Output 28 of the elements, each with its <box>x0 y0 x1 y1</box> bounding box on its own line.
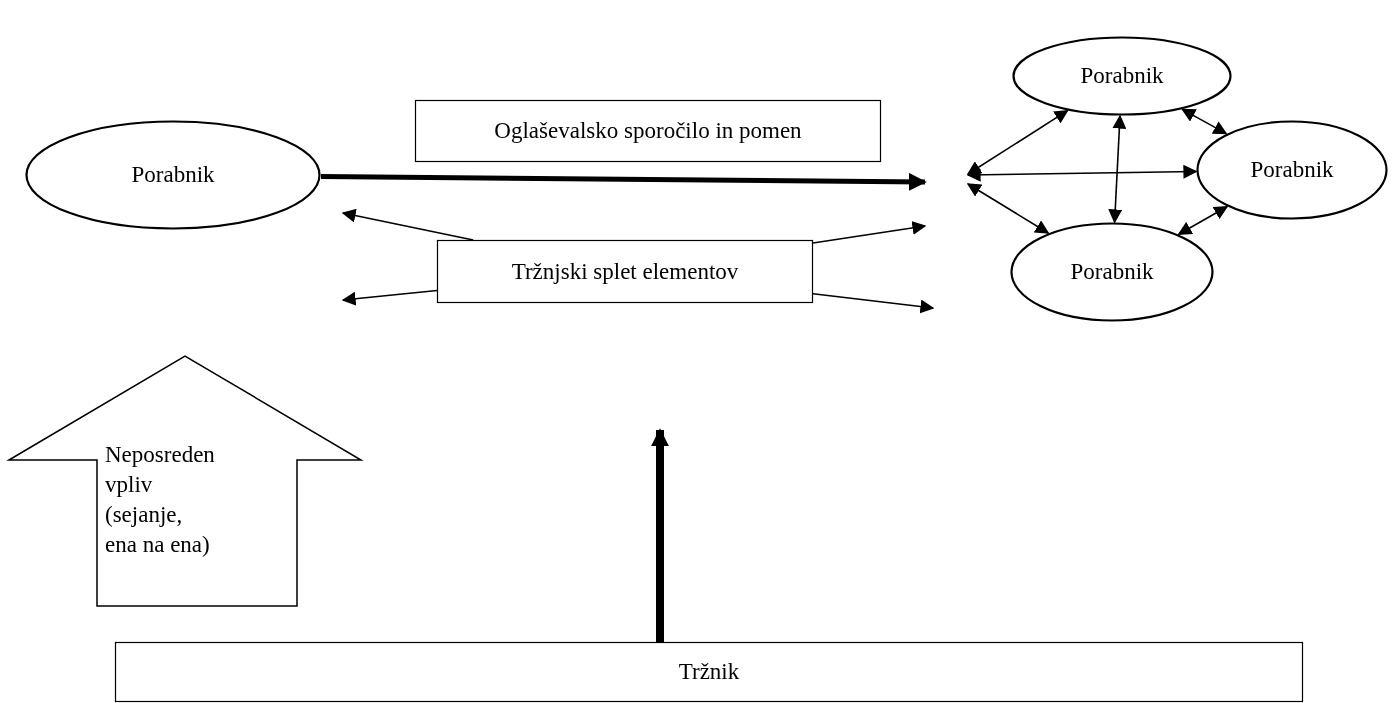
arrow <box>966 164 1198 182</box>
node-label: Porabnik <box>1250 157 1334 183</box>
ellipse-node <box>25 120 321 230</box>
arrow <box>812 293 935 314</box>
arrow <box>1177 206 1229 235</box>
node-label: Oglaševalsko sporočilo in pomen <box>494 118 802 144</box>
arrow <box>341 208 474 241</box>
arrow <box>320 172 927 191</box>
arrow <box>812 220 927 244</box>
text-box <box>115 642 1303 702</box>
text-box <box>437 240 813 303</box>
ellipse-node <box>1012 36 1232 116</box>
node-label: Porabnik <box>1070 259 1154 285</box>
arrow <box>651 428 669 642</box>
node-label: Porabnik <box>1080 63 1164 89</box>
node-label: Porabnik <box>131 162 215 188</box>
ellipse-node <box>1196 120 1388 220</box>
arrow <box>1108 114 1127 224</box>
ellipse-node <box>1010 222 1214 322</box>
node-label: Tržnjski splet elementov <box>511 258 739 285</box>
arrow <box>1181 108 1228 135</box>
arrow <box>966 109 1069 175</box>
arrow <box>966 183 1050 234</box>
node-label: Tržnik <box>678 659 740 685</box>
node-label: Neposreden vpliv (sejanje, ena na ena) <box>105 441 216 559</box>
block-arrow <box>8 355 362 607</box>
arrow <box>341 289 438 306</box>
text-box <box>415 100 881 162</box>
